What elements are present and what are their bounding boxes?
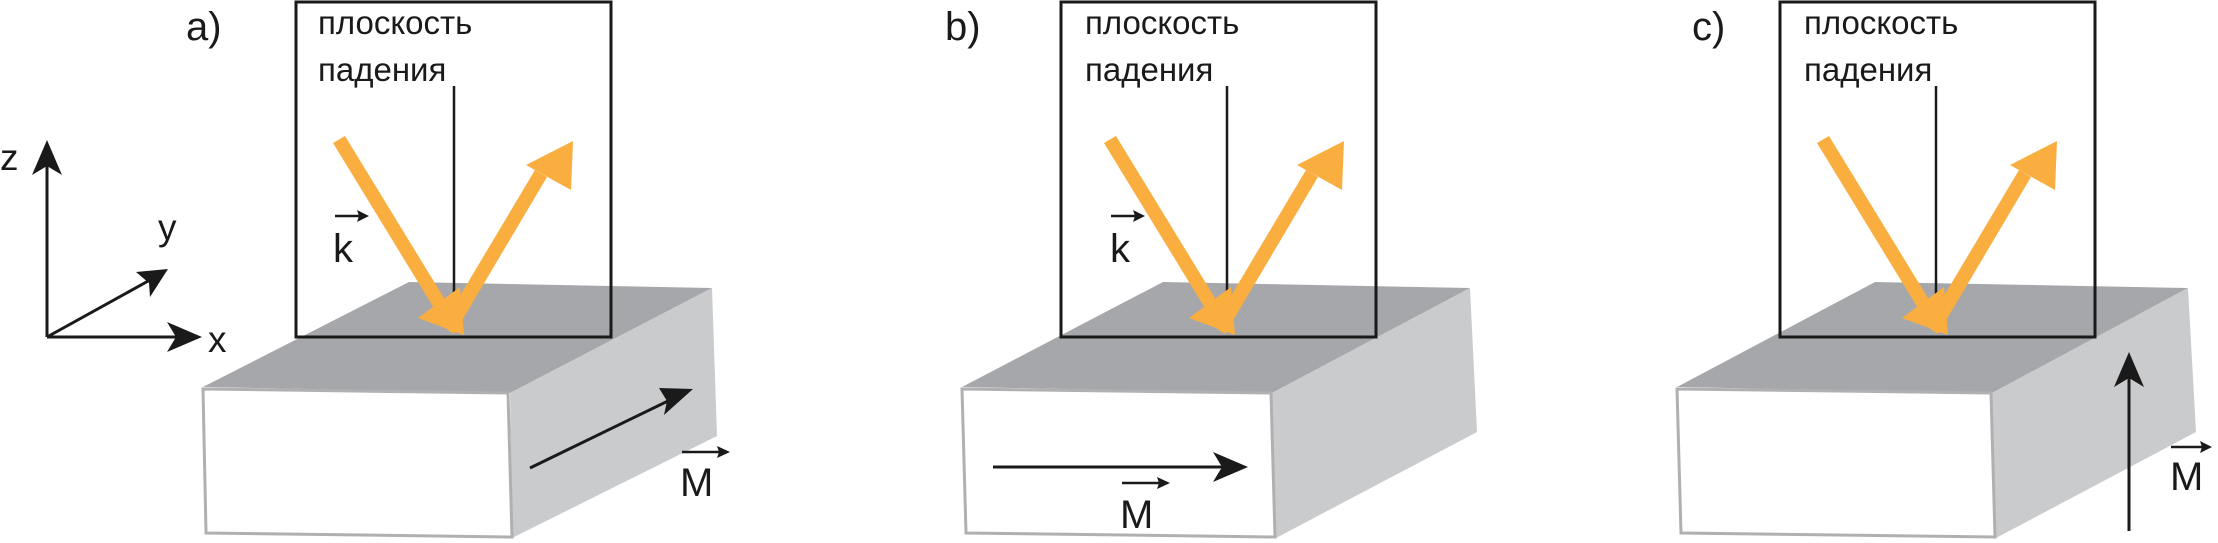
- plane-of-incidence: [1778, 0, 2097, 339]
- k-vector-label: k: [333, 227, 354, 271]
- magnetization-arrowhead: [1213, 452, 1248, 482]
- panel-c: c) плоскость падения M: [1675, 0, 2212, 539]
- plane-label-line1: плоскость: [1085, 4, 1239, 41]
- magnetization-arrow: [529, 388, 693, 470]
- panel-b: b) плоскость падения k M: [945, 0, 1477, 539]
- plane-of-incidence: [294, 0, 613, 339]
- reflected-beam: [442, 170, 547, 334]
- k-vector-label-group: k: [333, 210, 369, 271]
- plane-label-line1: плоскость: [1804, 4, 1958, 41]
- sample-front-face: [201, 387, 514, 539]
- magnetization-arrowhead: [2114, 352, 2144, 387]
- reflected-beam-arrowhead: [1297, 141, 1344, 190]
- panel-letter: a): [186, 5, 222, 49]
- sample-front-face: [1675, 387, 1997, 539]
- m-vector-label-group: M: [1120, 477, 1170, 537]
- plane-of-incidence: [1059, 0, 1378, 339]
- y-axis-arrowhead: [136, 269, 168, 297]
- m-vector-label: M: [2170, 455, 2203, 499]
- m-overarrow-head: [2200, 441, 2212, 453]
- reflected-beam: [1926, 170, 2031, 334]
- m-vector-label: M: [1120, 493, 1153, 537]
- y-axis: [46, 278, 151, 339]
- sample-block: [1675, 282, 2196, 539]
- m-vector-label: M: [680, 461, 713, 505]
- magnetization-arrow-shaft: [529, 398, 671, 470]
- k-overarrow-head: [1133, 210, 1145, 222]
- m-vector-label-group: M: [680, 446, 730, 505]
- plane-label-line1: плоскость: [318, 4, 472, 41]
- panel-letter: b): [945, 5, 981, 49]
- sample-side-face: [1992, 288, 2196, 538]
- magnetization-arrow: [993, 452, 1248, 482]
- m-overarrow-head: [717, 446, 730, 458]
- coordinate-axes: z y x: [0, 137, 227, 360]
- incident-beam: [333, 136, 455, 323]
- reflected-beam-arrowhead: [526, 141, 573, 190]
- y-axis-label: y: [158, 207, 177, 248]
- sample-side-face: [510, 288, 717, 538]
- plane-label-line2: падения: [1085, 51, 1213, 88]
- plane-label-line2: падения: [318, 51, 446, 88]
- z-axis-label: z: [0, 137, 19, 178]
- k-overarrow-head: [357, 210, 369, 222]
- x-axis-arrowhead: [167, 322, 202, 352]
- m-overarrow-head: [1157, 477, 1170, 489]
- plane-label-line2: падения: [1804, 51, 1932, 88]
- x-axis-label: x: [208, 319, 227, 360]
- light-beams: [1817, 136, 2057, 335]
- magnetization-arrow: [2114, 352, 2144, 531]
- m-vector-label-group: M: [2170, 441, 2212, 499]
- k-vector-label: k: [1110, 227, 1131, 271]
- panel-letter: c): [1692, 5, 1725, 49]
- k-vector-label-group: k: [1110, 210, 1145, 271]
- reflected-beam-arrowhead: [2010, 141, 2057, 190]
- panel-a: a) плоскость падения k M: [186, 0, 730, 539]
- light-beams: [333, 136, 573, 335]
- sample-side-face: [1272, 288, 1477, 538]
- light-beams: [1104, 136, 1344, 335]
- reflected-beam: [1213, 170, 1318, 334]
- incident-beam: [1104, 136, 1226, 323]
- magnetization-arrowhead: [659, 388, 693, 415]
- sample-front-face: [960, 387, 1277, 539]
- incident-beam: [1817, 136, 1939, 323]
- z-axis-arrowhead: [32, 140, 62, 175]
